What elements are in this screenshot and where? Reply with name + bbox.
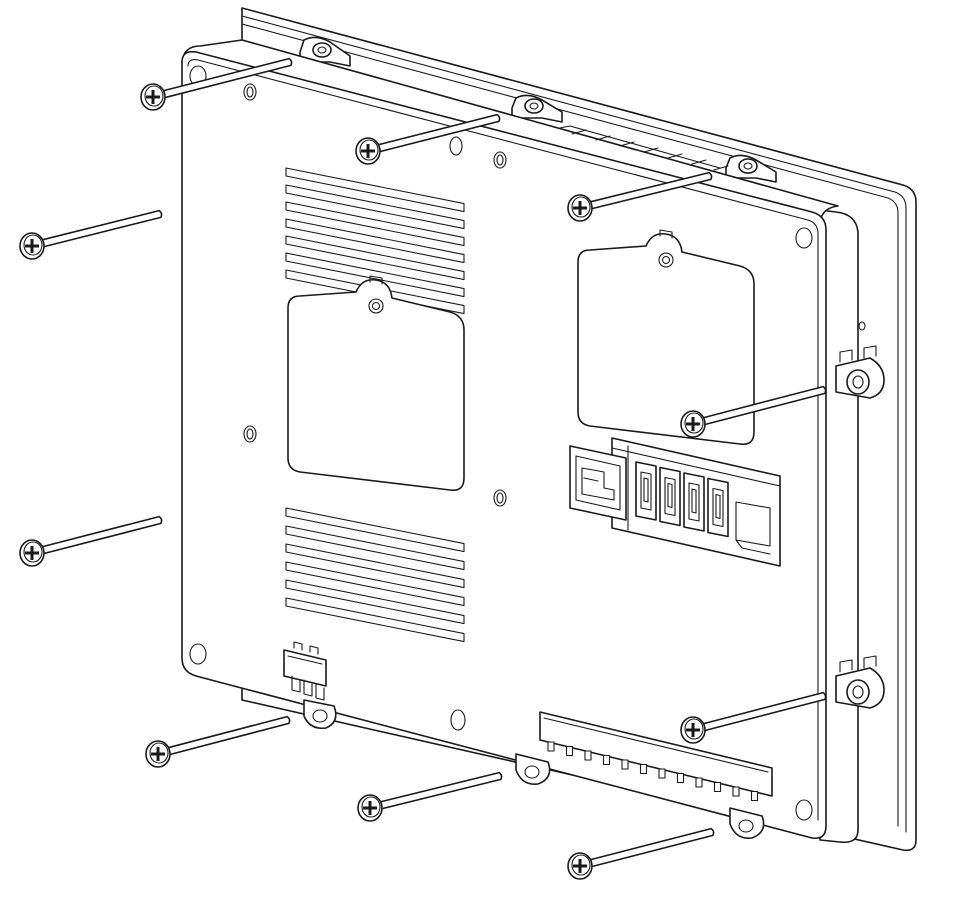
upper-vent-slat-5 <box>285 235 465 281</box>
screw-shaft <box>40 209 163 248</box>
screw-shaft <box>161 57 293 99</box>
side-clip-upper <box>835 345 885 399</box>
cover-plate-left <box>287 275 465 492</box>
phillips-cross-icon <box>151 747 165 761</box>
screw-shaft <box>376 113 501 153</box>
bottom-clip-3 <box>729 807 765 840</box>
lower-vent-slat-1 <box>285 507 465 553</box>
upper-vent-slat-2 <box>285 184 465 230</box>
terminal-pin-9 <box>695 777 703 788</box>
phillips-cross-icon <box>573 201 587 215</box>
standoff-1 <box>243 83 257 101</box>
terminal-pin-11 <box>732 786 740 797</box>
bottom-clip-2 <box>515 753 551 786</box>
standoff-3 <box>243 425 257 443</box>
upper-vent-slat-4 <box>285 218 465 264</box>
mounting-screws <box>19 57 827 880</box>
terminal-pin-12 <box>750 790 759 802</box>
screw-shaft <box>588 827 715 868</box>
screw-shaft <box>40 515 163 555</box>
lower-vent-slat-2 <box>285 525 465 571</box>
upper-vent-slat-6 <box>285 252 465 298</box>
lower-vent-slat-6 <box>285 597 465 643</box>
screw-7 <box>145 715 291 768</box>
cover-plate-right <box>577 229 755 446</box>
screw-shaft <box>701 691 827 732</box>
phillips-cross-icon <box>25 546 39 560</box>
phillips-cross-icon <box>146 90 160 104</box>
screw-4 <box>19 209 163 260</box>
terminal-pin-2 <box>565 745 574 757</box>
upper-vent-slat-1 <box>285 167 465 213</box>
bottom-clip-1 <box>303 699 337 730</box>
corner-hole-bl <box>189 643 207 665</box>
terminal-pin-8 <box>676 772 685 784</box>
side-clips <box>835 345 885 709</box>
screw-5 <box>19 515 163 567</box>
bottom-left-connector <box>283 641 327 701</box>
screw-8 <box>680 691 827 744</box>
connector-block <box>569 437 781 567</box>
bottom-clips <box>303 699 765 840</box>
side-clip-lower <box>835 655 885 709</box>
usb-ports <box>635 461 729 538</box>
lower-vent-slat-3 <box>285 543 465 589</box>
upper-vent-slat-3 <box>285 201 465 247</box>
lower-vent-slat-5 <box>285 579 465 625</box>
clip-top-2 <box>511 94 563 123</box>
phillips-cross-icon <box>573 859 587 873</box>
screw-shaft <box>701 385 827 426</box>
terminal-pin-5 <box>621 759 629 770</box>
terminal-pins <box>547 741 759 802</box>
edge-hole-bottom <box>450 709 466 731</box>
corner-hole-br <box>795 799 813 821</box>
phillips-cross-icon <box>686 723 700 737</box>
ethernet-port <box>569 445 627 521</box>
corner-hole-tr <box>795 227 813 249</box>
terminal-pin-7 <box>658 768 666 779</box>
phillips-cross-icon <box>361 144 375 158</box>
edge-hole-top <box>449 136 463 156</box>
screw-1 <box>140 57 293 111</box>
terminal-pin-10 <box>713 781 722 793</box>
clip-top-3 <box>725 154 777 183</box>
usb-port-2 <box>659 466 681 527</box>
housing-holes <box>189 65 866 821</box>
screw-9 <box>357 771 503 822</box>
usb-port-1 <box>635 461 657 521</box>
phillips-cross-icon <box>363 801 377 815</box>
standoff-2 <box>493 151 507 169</box>
screw-6 <box>680 385 827 438</box>
screw-2 <box>355 113 501 165</box>
terminal-pin-1 <box>547 741 555 752</box>
usb-port-4 <box>707 477 729 538</box>
screw-3 <box>567 171 713 222</box>
terminal-strip <box>539 711 773 802</box>
usb-port-3 <box>683 472 705 532</box>
standoff-4 <box>493 489 507 507</box>
screw-shaft <box>165 715 291 756</box>
terminal-pin-4 <box>602 754 611 766</box>
top-edge-vents <box>559 125 729 171</box>
screw-shaft <box>588 171 713 210</box>
phillips-cross-icon <box>25 239 39 253</box>
screw-10 <box>567 827 715 880</box>
screw-shaft <box>378 771 503 810</box>
phillips-cross-icon <box>686 417 700 431</box>
sd-slot <box>735 501 771 555</box>
vent-group-lower <box>285 507 465 643</box>
terminal-pin-6 <box>639 763 648 775</box>
side-small-hole <box>858 321 866 331</box>
terminal-pin-3 <box>584 750 592 761</box>
lower-vent-slat-4 <box>285 561 465 607</box>
